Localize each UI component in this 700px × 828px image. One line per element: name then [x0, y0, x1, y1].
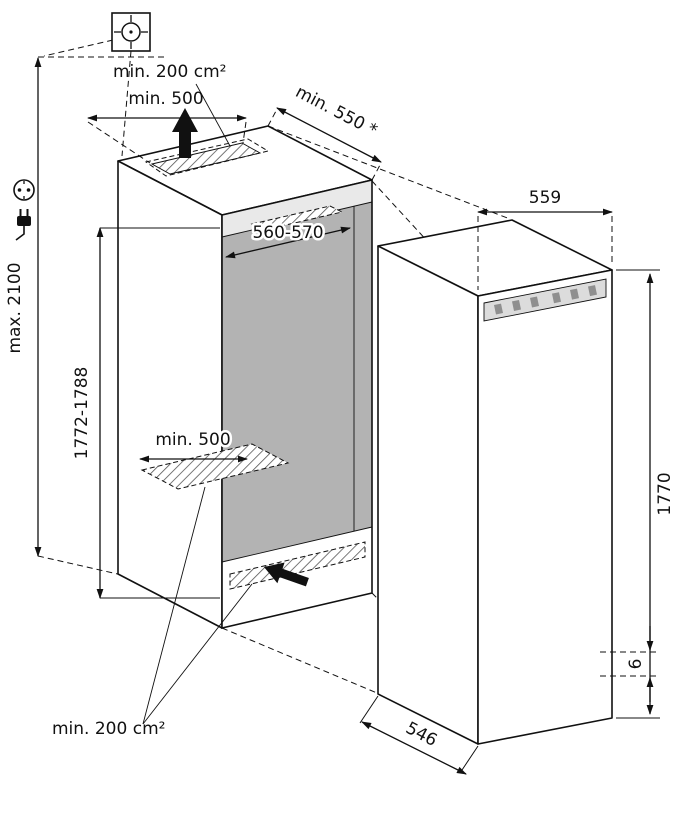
top-vent-cutout-outline: [144, 138, 270, 177]
bottom-gap-label: 6: [626, 659, 646, 670]
top-vent-width-label: min. 500: [128, 89, 203, 109]
appliance-side-face: [377, 245, 479, 745]
dimension-base-clearance: min. 500: [139, 428, 248, 463]
floor-vent-hatch: [140, 443, 290, 490]
dimension-appliance-height: 1770: [616, 269, 675, 719]
appliance-front-face: [477, 269, 613, 745]
socket-outlet-symbol: [111, 12, 151, 52]
base-vent-area-label: min. 200 cm²: [52, 719, 165, 739]
dimension-base-vent-area: min. 200 cm²: [52, 486, 253, 739]
base-clearance-label: min. 500: [155, 430, 230, 450]
appliance-width-label: 559: [529, 188, 561, 208]
door-grille-slats: [494, 285, 597, 315]
dimension-ceiling-height: max. 2100: [5, 57, 42, 557]
niche-drawing: [117, 108, 373, 630]
ceiling-height-label: max. 2100: [5, 262, 25, 353]
niche-back-panel: [222, 202, 372, 562]
niche-left-face: [117, 160, 223, 629]
airflow-in-arrow: [264, 562, 309, 587]
power-socket-icon: [13, 179, 35, 201]
dimension-appliance-width: 559: [477, 188, 613, 290]
niche-width-label: 560-570: [252, 223, 323, 243]
niche-depth-label: min. 550 *: [292, 82, 380, 141]
dimension-niche-width: 560-570: [225, 221, 351, 259]
top-vent-area-label: min. 200 cm²: [113, 62, 226, 82]
power-plug-icon: [15, 209, 31, 241]
plinth-vent-hatch: [229, 541, 366, 590]
appliance-height-label: 1770: [655, 472, 675, 515]
dimension-bottom-gap: 6: [600, 626, 660, 702]
niche-height-label: 1772-1788: [72, 367, 92, 460]
appliance-drawing: [377, 219, 613, 745]
dimension-top-vent-width: min. 500: [87, 89, 247, 164]
dimension-niche-height: 1772-1788: [72, 227, 220, 599]
